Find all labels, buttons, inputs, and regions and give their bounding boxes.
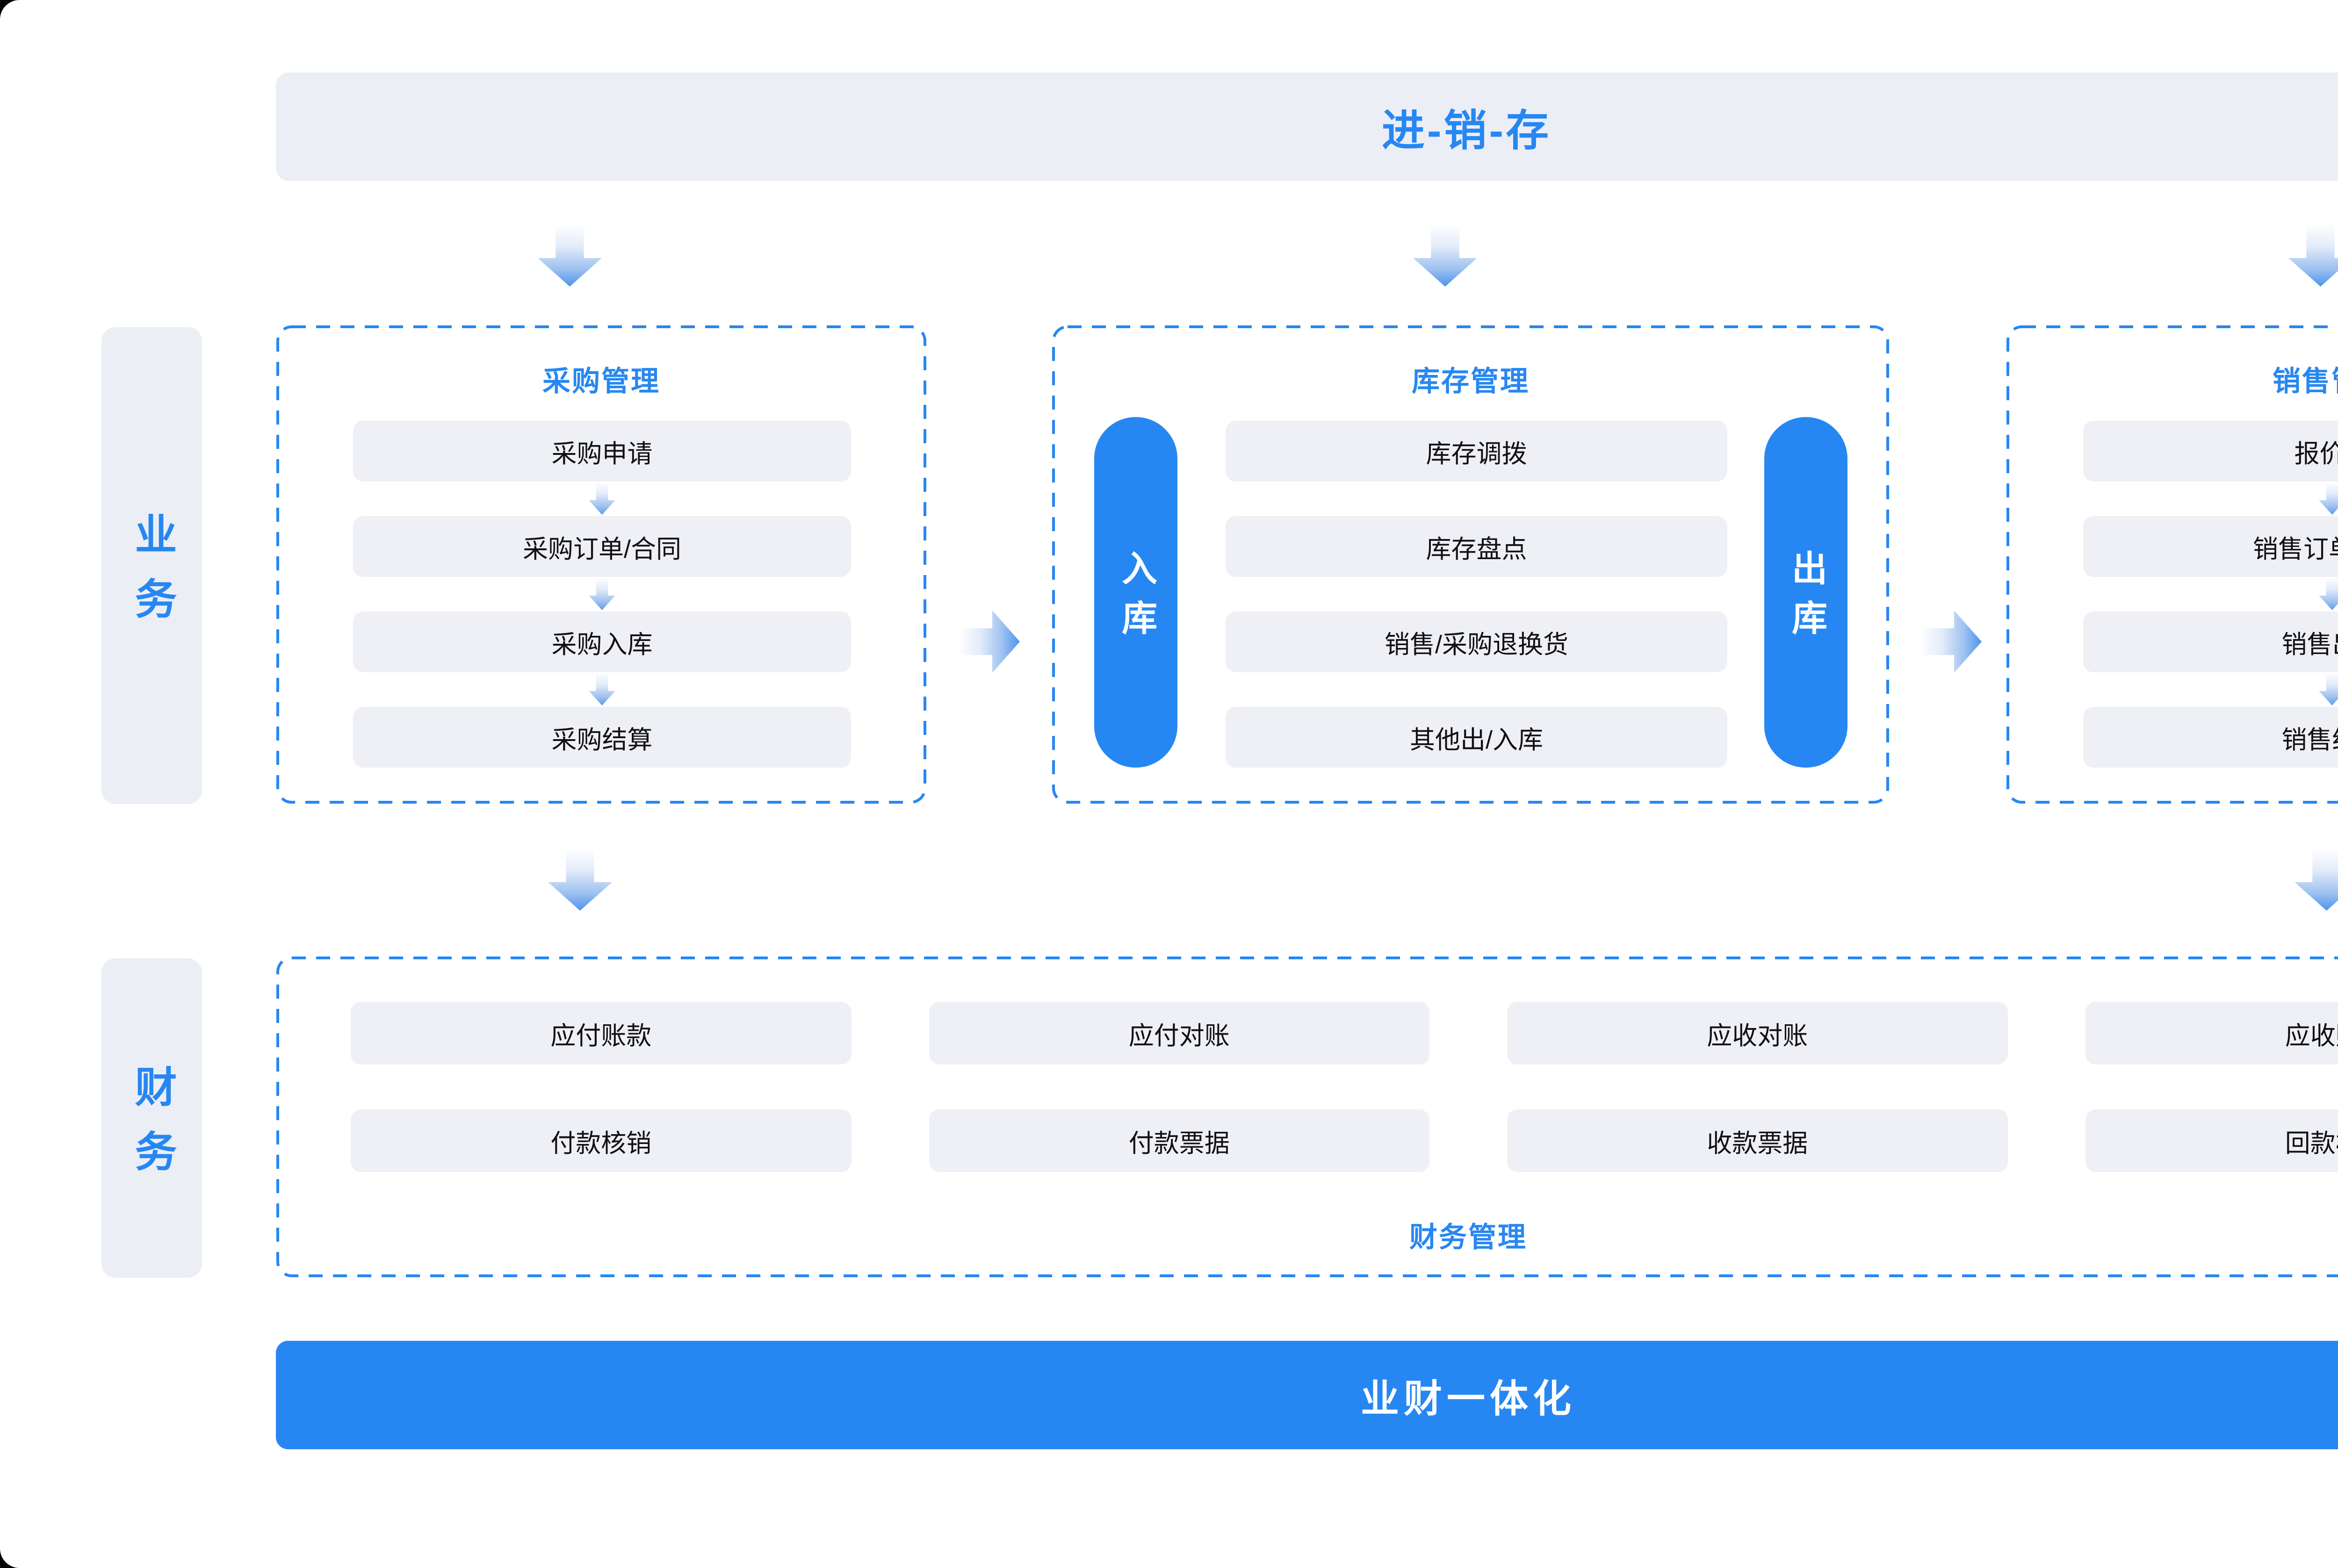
finance-side-label-text: 财务 [128, 1065, 175, 1194]
flow-item: 库存调拨 [1226, 421, 1727, 482]
group-purchase: 采购管理 采购申请 采购订单/合同 采购入库 采购结算 [276, 325, 927, 804]
flow-item: 其他出/入库 [1226, 707, 1727, 768]
group-title: 库存管理 [1412, 366, 1530, 397]
arrow-down-icon [548, 849, 612, 911]
finance-title: 财务管理 [1409, 1222, 1527, 1253]
flow-item: 销售结算 [2083, 707, 2338, 768]
group-inventory: 库存管理 入库 库存调拨 库存盘点 销售/采购退换货 其他出/入库 出库 [1052, 325, 1890, 804]
finance-item: 应付对账 [929, 1002, 1429, 1065]
finance-item: 付款核销 [351, 1109, 851, 1172]
dashed-border [1052, 325, 1889, 804]
finance-item: 回款核销 [2085, 1109, 2338, 1172]
finance-item: 付款票据 [929, 1109, 1429, 1172]
finance-item: 应付账款 [351, 1002, 851, 1065]
dashed-border [2006, 325, 2338, 804]
group-title: 销售管理 [2273, 366, 2338, 397]
outbound-pill-text: 出库 [1786, 550, 1826, 649]
flow-item: 采购入库 [353, 611, 851, 672]
spacer [1226, 482, 1727, 516]
arrow-down-icon [589, 482, 615, 515]
finance-items-grid: 应付账款 应付对账 应收对账 应收账款 付款核销 付款票据 收款票据 回款核销 [351, 1002, 2338, 1172]
group-sales: 销售管理 报价单 销售订单/合同 销售出库 销售结算 [2006, 325, 2338, 804]
business-side-label-text: 业务 [128, 512, 175, 641]
arrow-right-icon [959, 611, 1020, 673]
arrow-down-icon [538, 224, 602, 287]
arrow-down-icon [2288, 224, 2338, 287]
finance-item: 应收账款 [2085, 1002, 2338, 1065]
flow-item: 报价单 [2083, 421, 2338, 482]
flow-item: 采购申请 [353, 421, 851, 482]
spacer [1226, 672, 1727, 707]
dashed-border [276, 325, 926, 804]
purchase-flow: 采购申请 采购订单/合同 采购入库 采购结算 [353, 421, 851, 768]
flow-item: 采购结算 [353, 707, 851, 768]
dashed-border [276, 957, 2338, 1277]
finance-panel: 应付账款 应付对账 应收对账 应收账款 付款核销 付款票据 收款票据 回款核销 … [276, 956, 2338, 1278]
finance-side-label: 财务 [101, 958, 202, 1278]
top-banner: 进-销-存 [276, 72, 2338, 181]
flow-item: 采购订单/合同 [353, 516, 851, 577]
flow-item: 库存盘点 [1226, 516, 1727, 577]
sales-flow: 报价单 销售订单/合同 销售出库 销售结算 [2083, 421, 2338, 768]
finance-item: 应收对账 [1507, 1002, 2008, 1065]
inbound-pill-text: 入库 [1116, 550, 1156, 649]
flow-item: 销售/采购退换货 [1226, 611, 1727, 672]
inventory-list: 库存调拨 库存盘点 销售/采购退换货 其他出/入库 [1226, 421, 1727, 768]
arrow-down-icon [589, 578, 615, 611]
arrow-down-icon [1413, 224, 1477, 287]
flow-item: 销售订单/合同 [2083, 516, 2338, 577]
inbound-pill: 入库 [1094, 417, 1177, 768]
flow-item: 销售出库 [2083, 611, 2338, 672]
top-banner-title: 进-销-存 [1381, 107, 1551, 155]
spacer [1226, 577, 1727, 611]
arrow-down-icon [2319, 673, 2338, 706]
bottom-banner: 业财一体化 [276, 1341, 2338, 1449]
arrow-down-icon [2319, 482, 2338, 515]
arrow-down-icon [2319, 578, 2338, 611]
outbound-pill: 出库 [1764, 417, 1847, 768]
group-title: 采购管理 [542, 366, 660, 397]
arrow-down-icon [589, 673, 615, 706]
business-side-label: 业务 [101, 327, 202, 804]
arrow-right-icon [1920, 611, 1982, 673]
arrow-down-icon [2295, 849, 2338, 911]
finance-item: 收款票据 [1507, 1109, 2008, 1172]
bottom-banner-title: 业财一体化 [1360, 1377, 1576, 1420]
